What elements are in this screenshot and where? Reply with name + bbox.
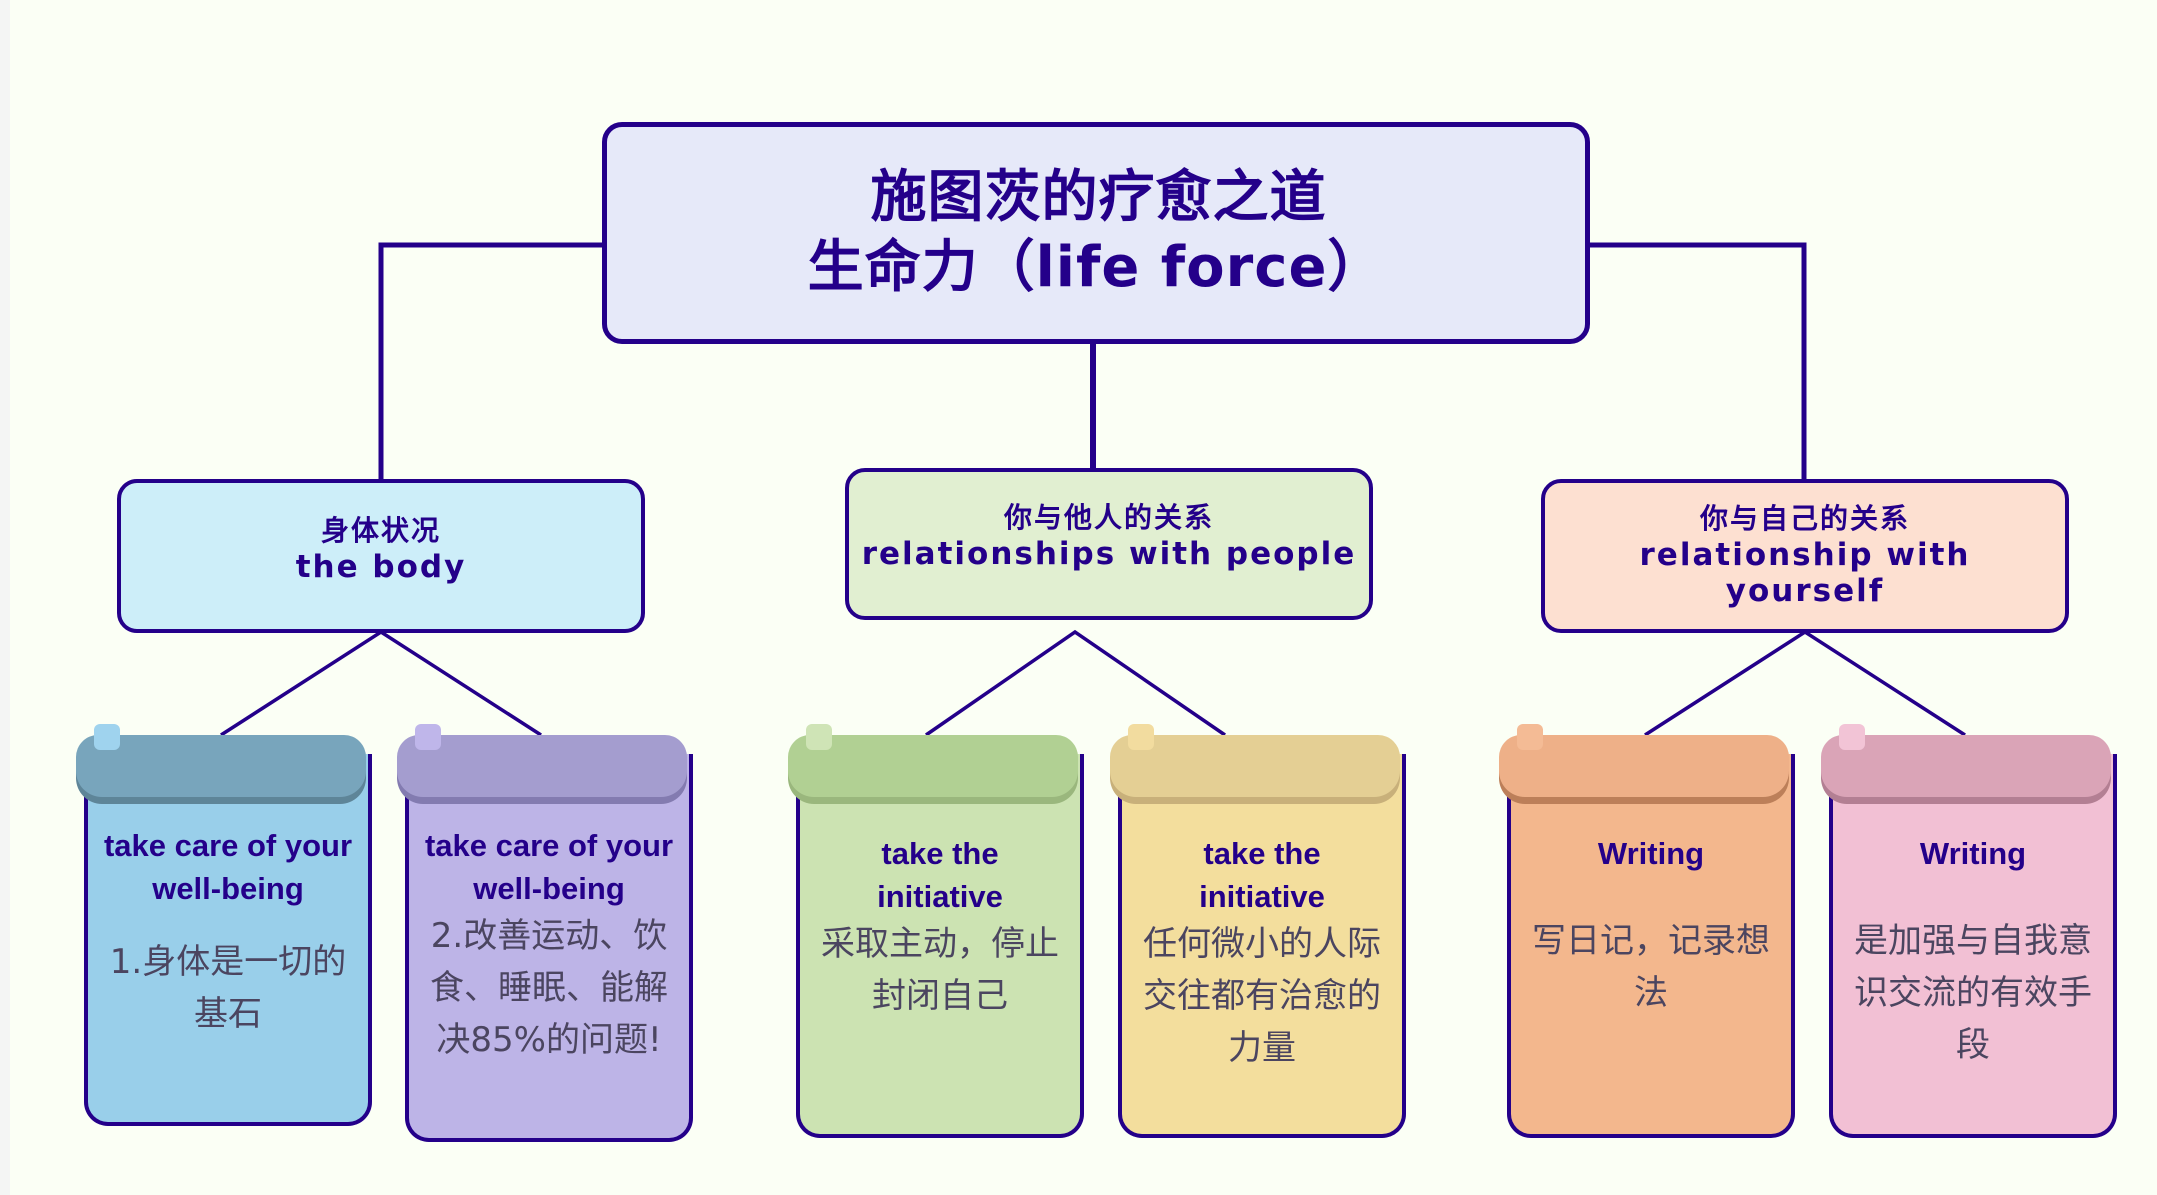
connector-root-to-body (378, 242, 602, 481)
connector-self-to-cards (1644, 629, 1966, 737)
card-tab (415, 724, 441, 750)
card-title: take care of your well-being (103, 828, 353, 906)
connector-root-to-self (1589, 242, 1807, 481)
root-title-life-force: 生命力（life force） (807, 235, 1385, 300)
card-tab (94, 724, 120, 750)
branch-the-body[interactable]: 身体状况 the body (117, 479, 645, 633)
branch-relationships-with-people[interactable]: 你与他人的关系 relationships with people (845, 468, 1373, 620)
card-title: take care of your well-being (424, 828, 674, 906)
card-panel (405, 754, 693, 1142)
card-title: Writing (1919, 836, 2027, 871)
branch-label-zh: 身体状况 (320, 514, 441, 547)
card-panel (84, 754, 372, 1126)
card-text: 是加强与自我意识交流的有效手段 (1854, 921, 2092, 1065)
card-title: take the initiative (877, 836, 1003, 914)
card-text: 写日记，记录想法 (1532, 921, 1770, 1013)
card-panel (1507, 754, 1795, 1138)
card-header-bar (1499, 735, 1789, 797)
card-tab (806, 724, 832, 750)
connector-people-to-cards (925, 629, 1226, 737)
page-left-edge (0, 0, 10, 1195)
card-text: 采取主动，停止封闭自己 (821, 924, 1059, 1016)
card-header-bar (1821, 735, 2111, 797)
branch-relationship-with-yourself[interactable]: 你与自己的关系 relationship with yourself (1541, 479, 2069, 633)
card-tab (1517, 724, 1543, 750)
card-header-bar (788, 735, 1078, 797)
card-panel (796, 754, 1084, 1138)
card-header-bar (397, 735, 687, 797)
branch-label-en: the body (295, 549, 467, 585)
card-panel (1829, 754, 2117, 1138)
branch-label-zh: 你与他人的关系 (1003, 501, 1214, 534)
card-title: take the initiative (1199, 836, 1325, 914)
card-tab (1128, 724, 1154, 750)
connector-body-to-cards (220, 629, 542, 737)
card-text: 2.改善运动、饮食、睡眠、能解决85%的问题! (430, 916, 668, 1060)
branch-label-zh: 你与自己的关系 (1699, 502, 1910, 535)
branch-label-en: relationships with people (861, 536, 1357, 572)
card-panel (1118, 754, 1406, 1138)
root-title-chinese: 施图茨的疗愈之道 (870, 165, 1327, 230)
branch-label-en: relationship with yourself (1639, 537, 1971, 609)
card-text: 任何微小的人际交往都有治愈的力量 (1143, 924, 1381, 1068)
card-text: 1.身体是一切的基石 (109, 942, 347, 1034)
card-header-bar (76, 735, 366, 797)
card-tab (1839, 724, 1865, 750)
card-title: Writing (1597, 836, 1705, 871)
card-header-bar (1110, 735, 1400, 797)
root-topic[interactable]: 施图茨的疗愈之道 生命力（life force） (602, 122, 1590, 344)
